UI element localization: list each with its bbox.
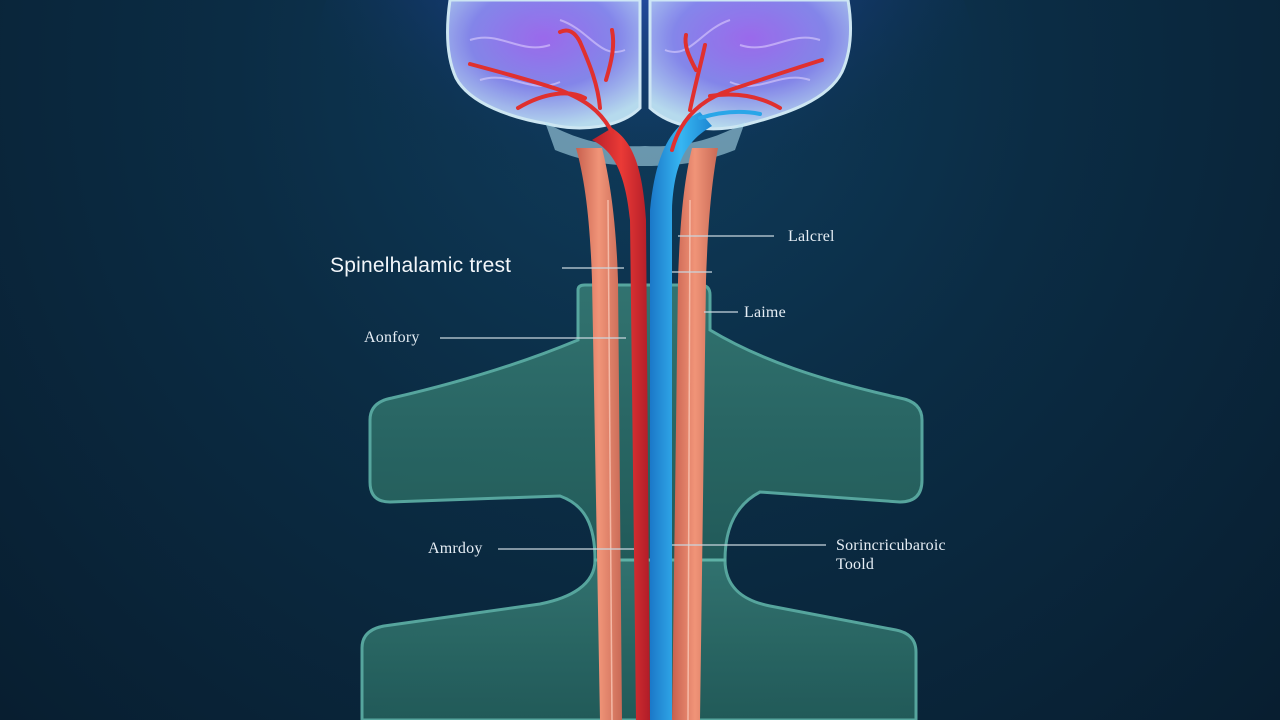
label-lamina: Laime [744, 304, 786, 321]
label-lateral: Lalcrel [788, 228, 835, 245]
red-tract [592, 128, 650, 720]
brain [446, 0, 852, 166]
label-spinoreticular-line2: Toold [836, 556, 875, 573]
leader-lines [440, 235, 826, 550]
right-salmon-tract [672, 148, 718, 720]
label-anterior-upper: Aonfory [364, 329, 420, 346]
label-spinothalamic-tract: Spinelhalamic trest [330, 254, 512, 277]
tract-highlight-right [687, 199, 691, 720]
brain-gyri [469, 19, 821, 87]
label-spinoreticular-line1: Sorincricubaroic [836, 537, 946, 554]
red-branches [468, 28, 616, 134]
tract-highlight-left [607, 199, 613, 720]
red-branches-right [670, 33, 824, 152]
spinal-tracts [576, 112, 718, 720]
label-anterior-lower: Amrdoy [428, 540, 483, 557]
blue-branches [698, 109, 762, 120]
label-spinoreticular: Sorincricubaroic Toold [836, 536, 946, 574]
blue-tract [650, 112, 712, 720]
